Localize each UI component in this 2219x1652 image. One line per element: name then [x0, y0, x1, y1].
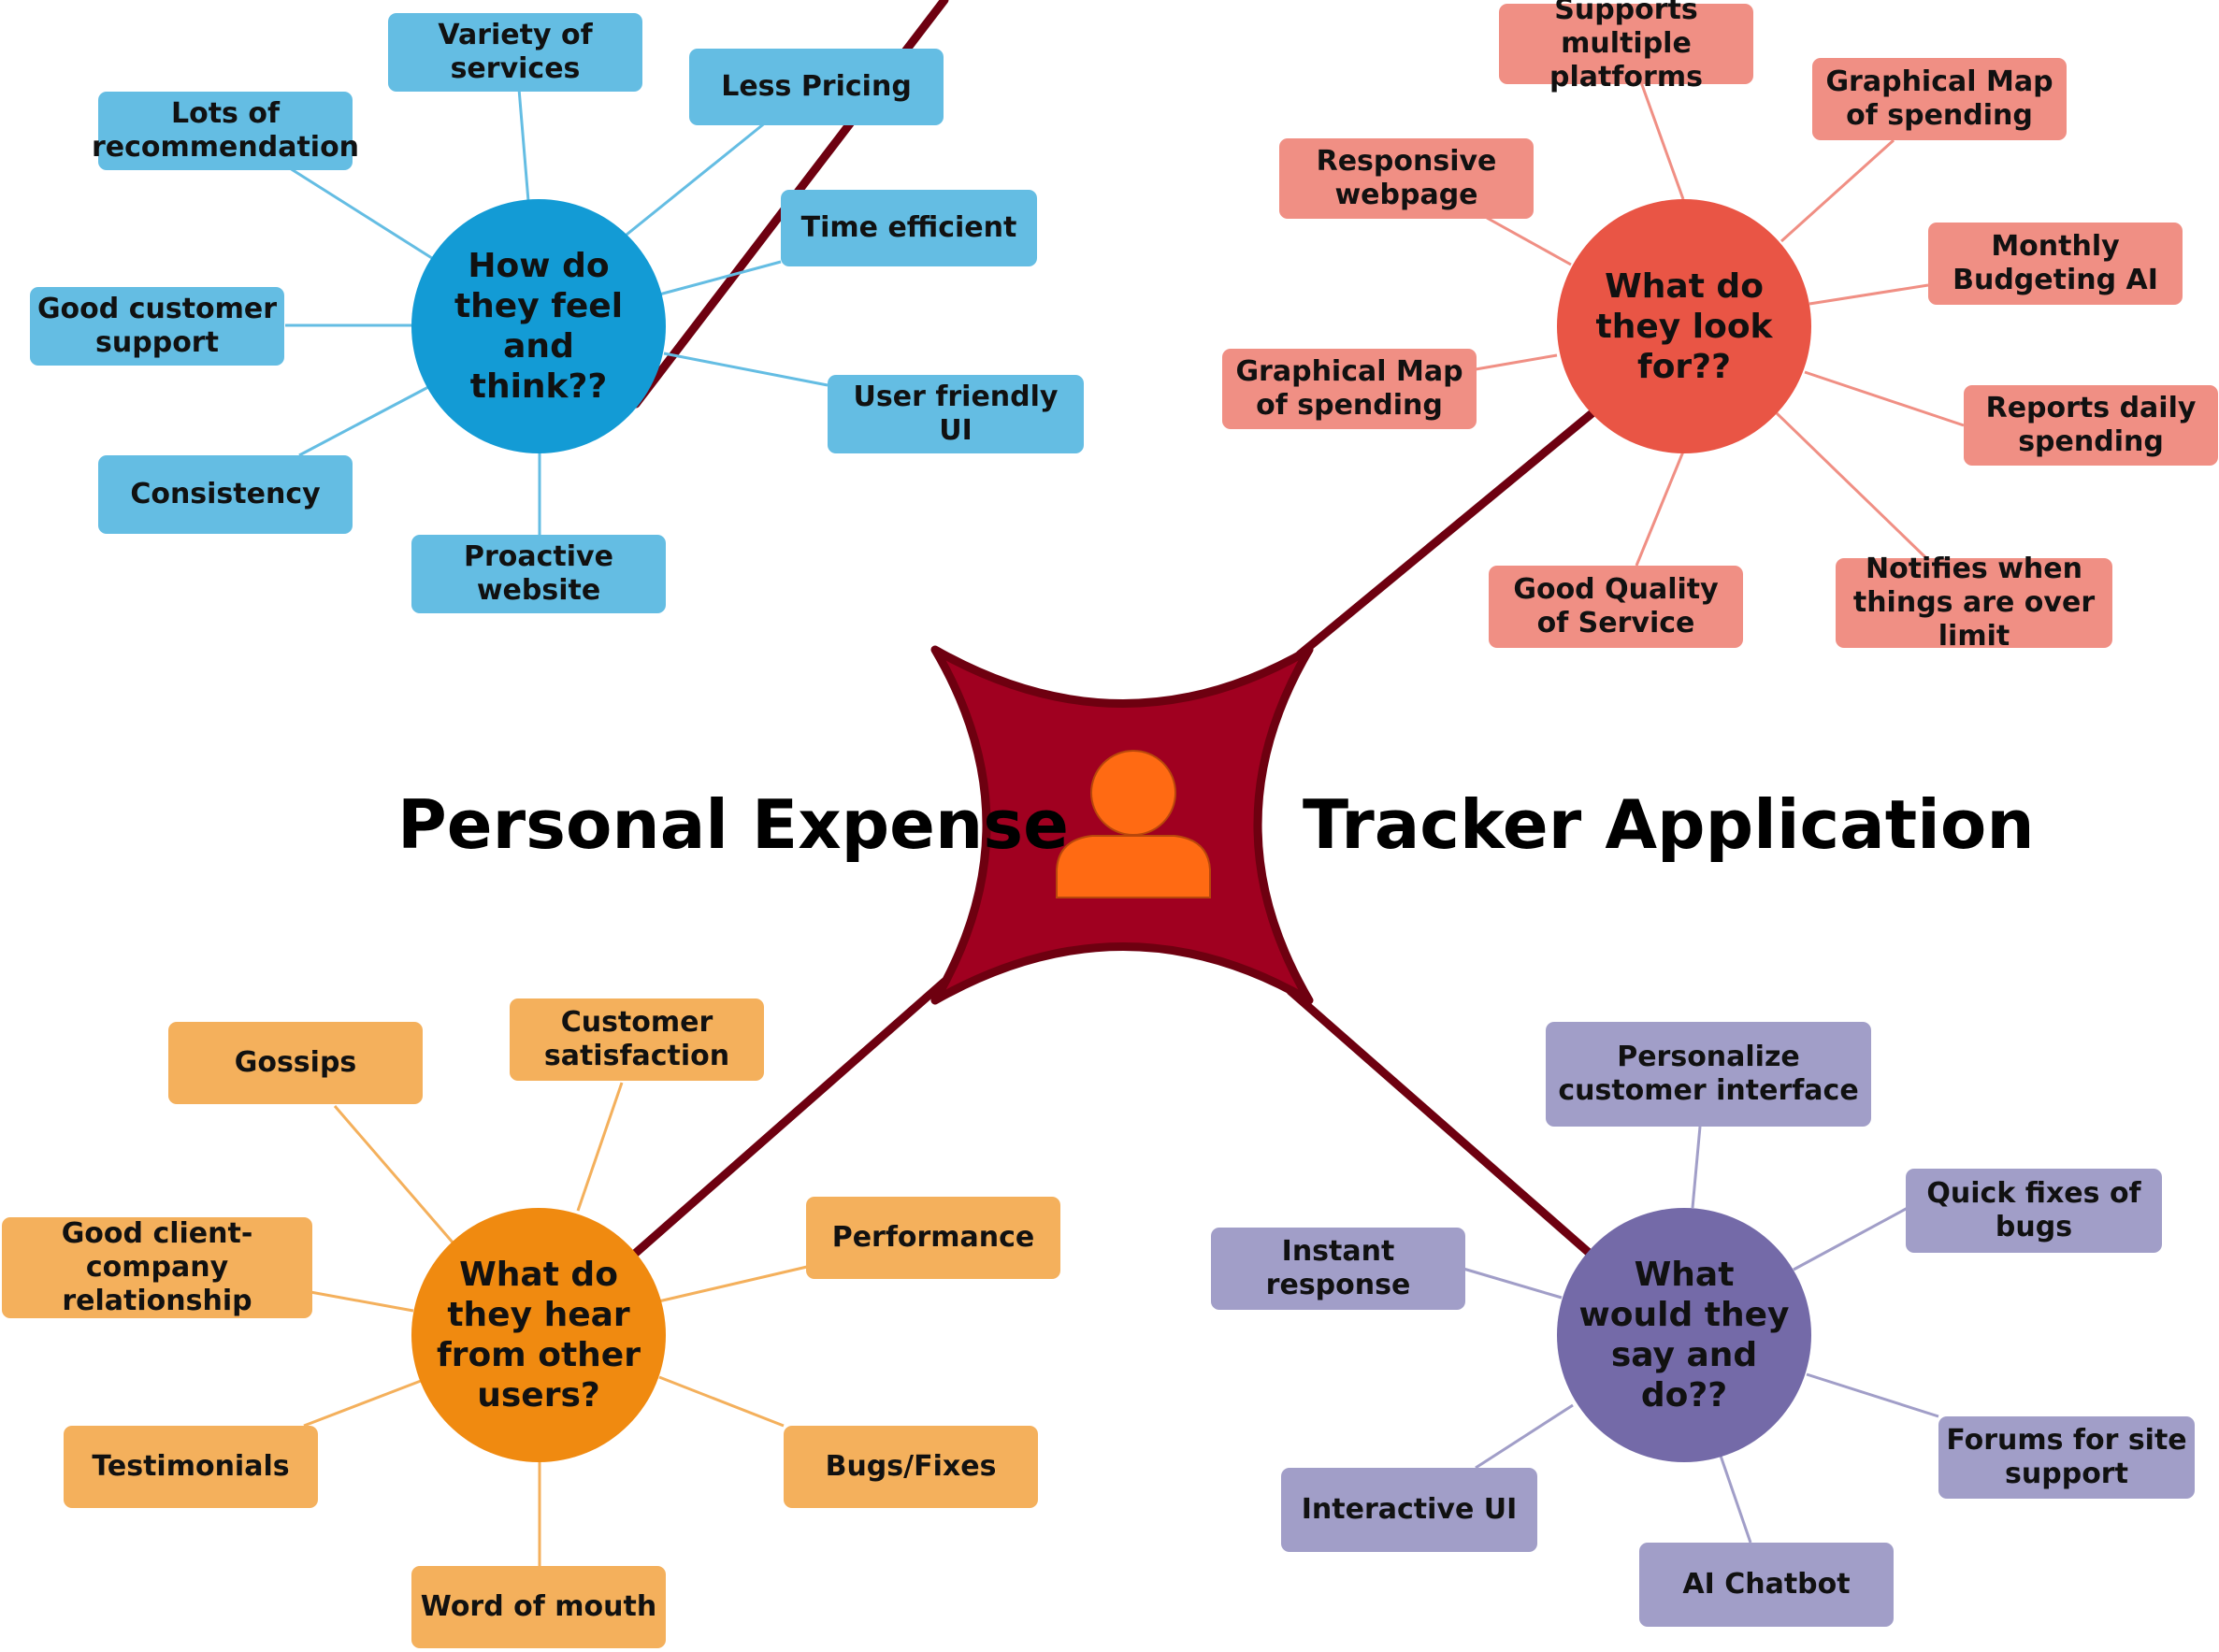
leaf-time-efficient[interactable]: Time efficient: [781, 190, 1037, 266]
hub-feel-think[interactable]: How do they feel and think??: [411, 199, 666, 453]
line-map-left: [1475, 353, 1558, 371]
hub-say-do[interactable]: What would they say and do??: [1557, 1208, 1811, 1462]
line-chatbot: [1719, 1455, 1752, 1544]
leaf-bugs-fixes[interactable]: Bugs/Fixes: [784, 1426, 1038, 1508]
leaf-instant-response[interactable]: Instant response: [1211, 1228, 1465, 1310]
leaf-good-customer-support[interactable]: Good customer support: [30, 287, 284, 366]
line-satisfaction: [576, 1082, 624, 1212]
line-ui: [663, 352, 829, 387]
leaf-word-of-mouth[interactable]: Word of mouth: [411, 1566, 666, 1648]
line-responsive: [1486, 216, 1572, 266]
leaf-good-quality-of-service[interactable]: Good Quality of Service: [1489, 566, 1743, 648]
leaf-consistency[interactable]: Consistency: [98, 455, 353, 534]
line-forums: [1806, 1372, 1939, 1418]
leaf-customer-satisfaction[interactable]: Customer satisfaction: [510, 998, 764, 1081]
leaf-ai-chatbot[interactable]: AI Chatbot: [1639, 1543, 1894, 1627]
leaf-graphical-map-top[interactable]: Graphical Map of spending: [1812, 58, 2067, 140]
leaf-reports-daily-spending[interactable]: Reports daily spending: [1964, 385, 2218, 466]
branch-lines-orange: [303, 1082, 808, 1566]
line-quality: [1635, 451, 1685, 567]
line-interactive: [1475, 1403, 1574, 1470]
leaf-graphical-map-left[interactable]: Graphical Map of spending: [1222, 349, 1477, 429]
leaf-personalize-customer-interface[interactable]: Personalize customer interface: [1546, 1022, 1871, 1127]
title-right: Tracker Application: [1303, 785, 2035, 864]
leaf-gossips[interactable]: Gossips: [168, 1022, 423, 1104]
user-icon: [1056, 750, 1211, 898]
line-reports: [1804, 370, 1965, 427]
leaf-user-friendly-ui[interactable]: User friendly UI: [828, 375, 1084, 453]
spoke-look-for: [1295, 407, 1599, 659]
branch-lines-purple: [1463, 1126, 1939, 1544]
line-notifies: [1775, 411, 1928, 560]
leaf-variety-of-services[interactable]: Variety of services: [388, 13, 642, 92]
leaf-proactive-website[interactable]: Proactive website: [411, 535, 666, 613]
line-platforms: [1639, 81, 1685, 200]
line-monthly: [1808, 283, 1929, 306]
leaf-supports-multiple-platforms[interactable]: Supports multiple platforms: [1499, 0, 1753, 93]
leaf-lots-of-recommendation[interactable]: Lots of recommendation: [92, 92, 359, 170]
title-left: Personal Expense: [397, 785, 1069, 864]
line-time: [658, 260, 782, 296]
line-relationship: [310, 1290, 414, 1313]
line-consistency: [298, 384, 431, 457]
line-performance: [654, 1265, 808, 1304]
line-bugs: [658, 1375, 785, 1428]
hub-look-for[interactable]: What do they look for??: [1557, 199, 1811, 453]
line-lots: [289, 166, 436, 262]
branch-lines-red: [1475, 81, 1965, 567]
leaf-responsive-webpage[interactable]: Responsive webpage: [1279, 138, 1534, 219]
hub-hear[interactable]: What do they hear from other users?: [411, 1208, 666, 1462]
line-personalize: [1691, 1126, 1702, 1209]
leaf-monthly-budgeting-ai[interactable]: Monthly Budgeting AI: [1928, 223, 2183, 305]
line-variety: [517, 88, 530, 202]
leaf-testimonials[interactable]: Testimonials: [64, 1426, 318, 1508]
branch-lines-blue: [285, 88, 829, 535]
leaf-notifies-over-limit[interactable]: Notifies when things are over limit: [1836, 553, 2112, 653]
line-quickfix: [1793, 1206, 1909, 1271]
line-gossips: [333, 1105, 455, 1244]
line-pricing: [621, 120, 768, 240]
center-node: [930, 645, 1314, 1005]
spoke-say-do: [1286, 986, 1599, 1262]
line-instant: [1463, 1267, 1563, 1300]
leaf-less-pricing[interactable]: Less Pricing: [689, 49, 944, 125]
leaf-quick-fixes-of-bugs[interactable]: Quick fixes of bugs: [1906, 1169, 2162, 1253]
line-testimonials: [303, 1379, 422, 1428]
line-map-top: [1780, 138, 1895, 243]
leaf-good-client-company-relationship[interactable]: Good client-company relationship: [2, 1217, 312, 1318]
spoke-hear: [631, 977, 949, 1257]
leaf-forums-for-site-support[interactable]: Forums for site support: [1938, 1416, 2195, 1499]
leaf-performance[interactable]: Performance: [806, 1197, 1060, 1279]
leaf-interactive-ui[interactable]: Interactive UI: [1281, 1468, 1537, 1552]
